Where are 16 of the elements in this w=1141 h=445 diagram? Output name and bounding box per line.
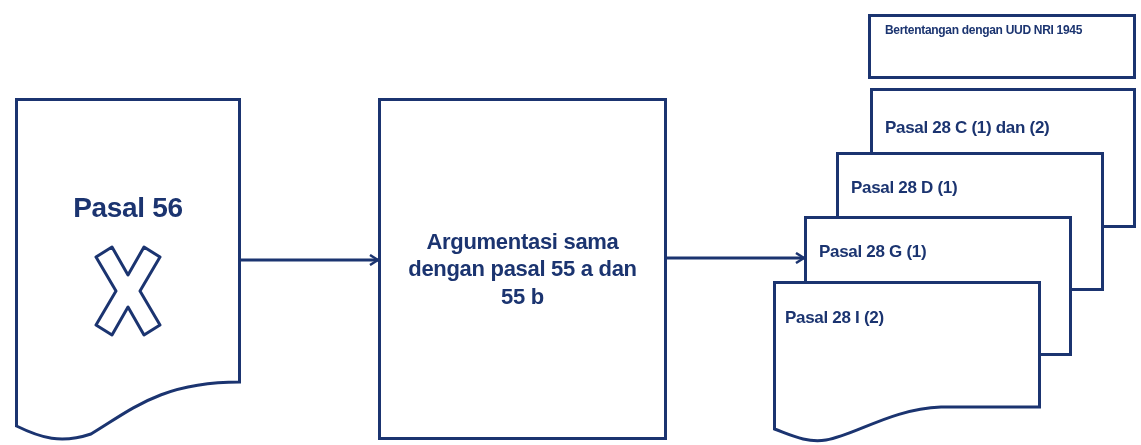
- box-text: Pasal 28 C (1) dan (2): [885, 117, 1050, 139]
- box-text: Argumentasi sama dengan pasal 55 a dan 55 b: [407, 227, 638, 311]
- box-text: Bertentangan dengan UUD NRI 1945: [885, 23, 1083, 38]
- document-shape: [15, 98, 241, 440]
- process-box: [378, 98, 667, 440]
- page-box: [804, 216, 1072, 281]
- box-text: Pasal 28 G (1): [819, 241, 927, 263]
- arrow: [241, 253, 380, 267]
- box-text: Pasal 28 D (1): [851, 177, 958, 199]
- page-box: [870, 88, 1136, 152]
- box-text: Pasal 28 I (2): [785, 307, 884, 329]
- arrow: [667, 251, 806, 265]
- page-box: [836, 152, 1104, 216]
- note-box: [868, 14, 1136, 79]
- document-page: [773, 281, 1041, 443]
- title-text: Pasal 56: [73, 191, 183, 225]
